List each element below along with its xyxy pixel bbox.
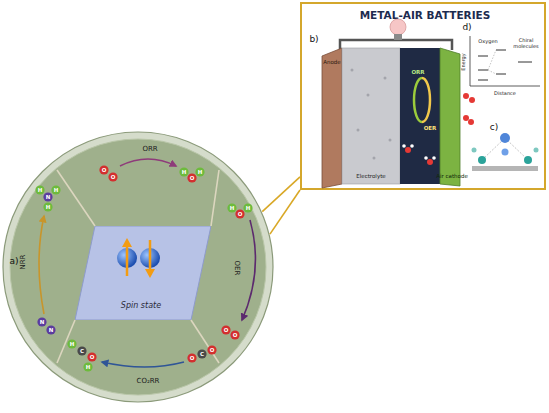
inner-disc xyxy=(10,139,266,395)
leader-line xyxy=(270,190,300,234)
spin-up-arrow xyxy=(126,246,129,276)
catalysis-circle: a) Spin state xyxy=(2,131,274,403)
spin-state-plane: Spin state xyxy=(75,226,211,320)
spin-down-head xyxy=(145,269,155,278)
spin-plane xyxy=(75,226,211,320)
spin-down-arrow xyxy=(149,240,152,270)
leader-line xyxy=(262,177,300,212)
metal-air-panel: METAL-AIR BATTERIES xyxy=(300,2,546,190)
node-text: METAL-AIR BATTERIES xyxy=(360,10,491,22)
outer-ring xyxy=(3,132,273,402)
node-text: a) xyxy=(9,257,18,267)
spin-up-head xyxy=(122,238,132,247)
node-text: Spin state xyxy=(121,302,161,311)
